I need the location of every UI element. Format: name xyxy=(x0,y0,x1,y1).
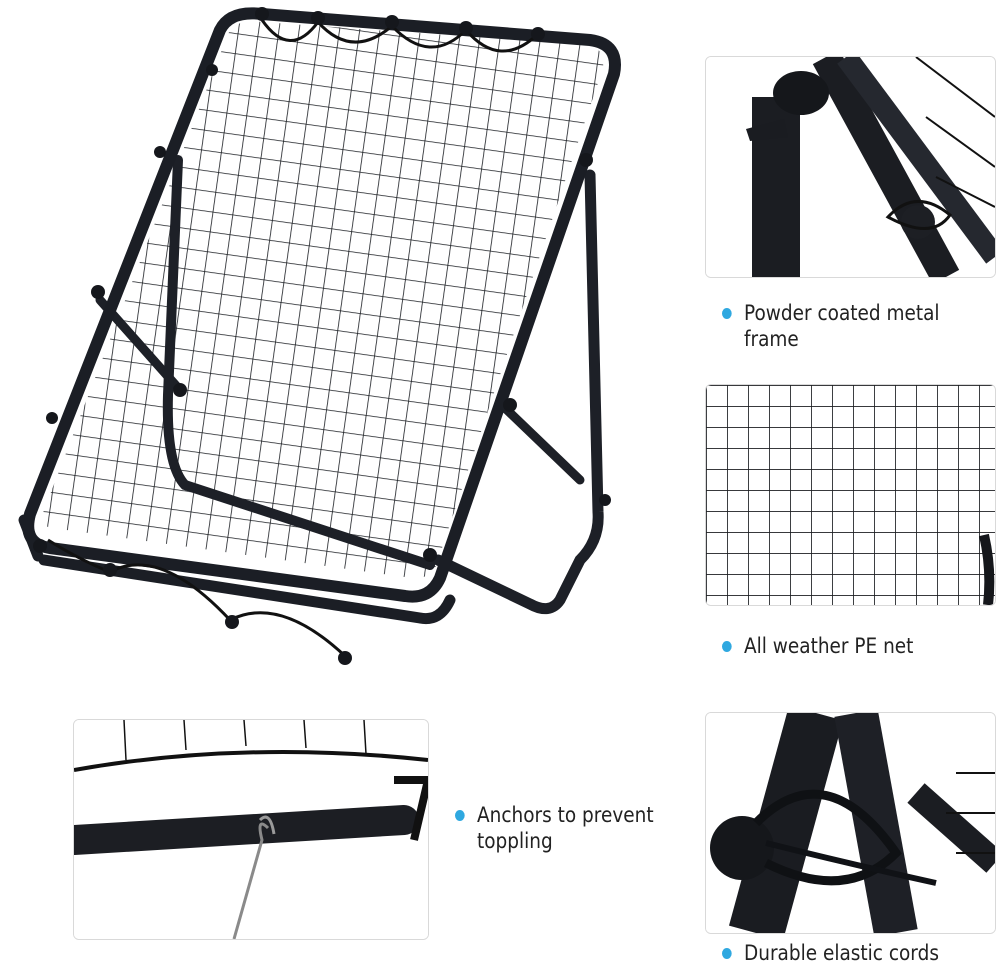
anchor-detail-image xyxy=(74,720,428,939)
feature-label-anchor: Anchors to prevent toppling xyxy=(477,803,654,853)
feature-caption-frame: Powder coated metal frame xyxy=(722,300,967,352)
inset-metal-frame-photo xyxy=(705,56,996,278)
feature-caption-cords: Durable elastic cords xyxy=(722,940,939,966)
cord-detail-image xyxy=(706,713,995,933)
inset-anchor-photo xyxy=(73,719,429,940)
net-detail-image xyxy=(706,385,995,605)
bullet-dot-icon xyxy=(722,308,732,319)
inset-elastic-cords-photo xyxy=(705,712,996,934)
inset-pe-net-photo xyxy=(705,384,996,606)
bullet-dot-icon xyxy=(722,641,732,652)
feature-label-net: All weather PE net xyxy=(744,634,914,658)
feature-label-frame: Powder coated metal frame xyxy=(744,301,940,351)
frame-detail-image xyxy=(706,57,995,277)
feature-label-cords: Durable elastic cords xyxy=(744,941,939,965)
bullet-dot-icon xyxy=(722,948,732,959)
feature-caption-net: All weather PE net xyxy=(722,633,913,659)
rebounder-main-image xyxy=(18,7,621,665)
feature-caption-anchor: Anchors to prevent toppling xyxy=(455,802,654,854)
bullet-dot-icon xyxy=(455,810,465,821)
